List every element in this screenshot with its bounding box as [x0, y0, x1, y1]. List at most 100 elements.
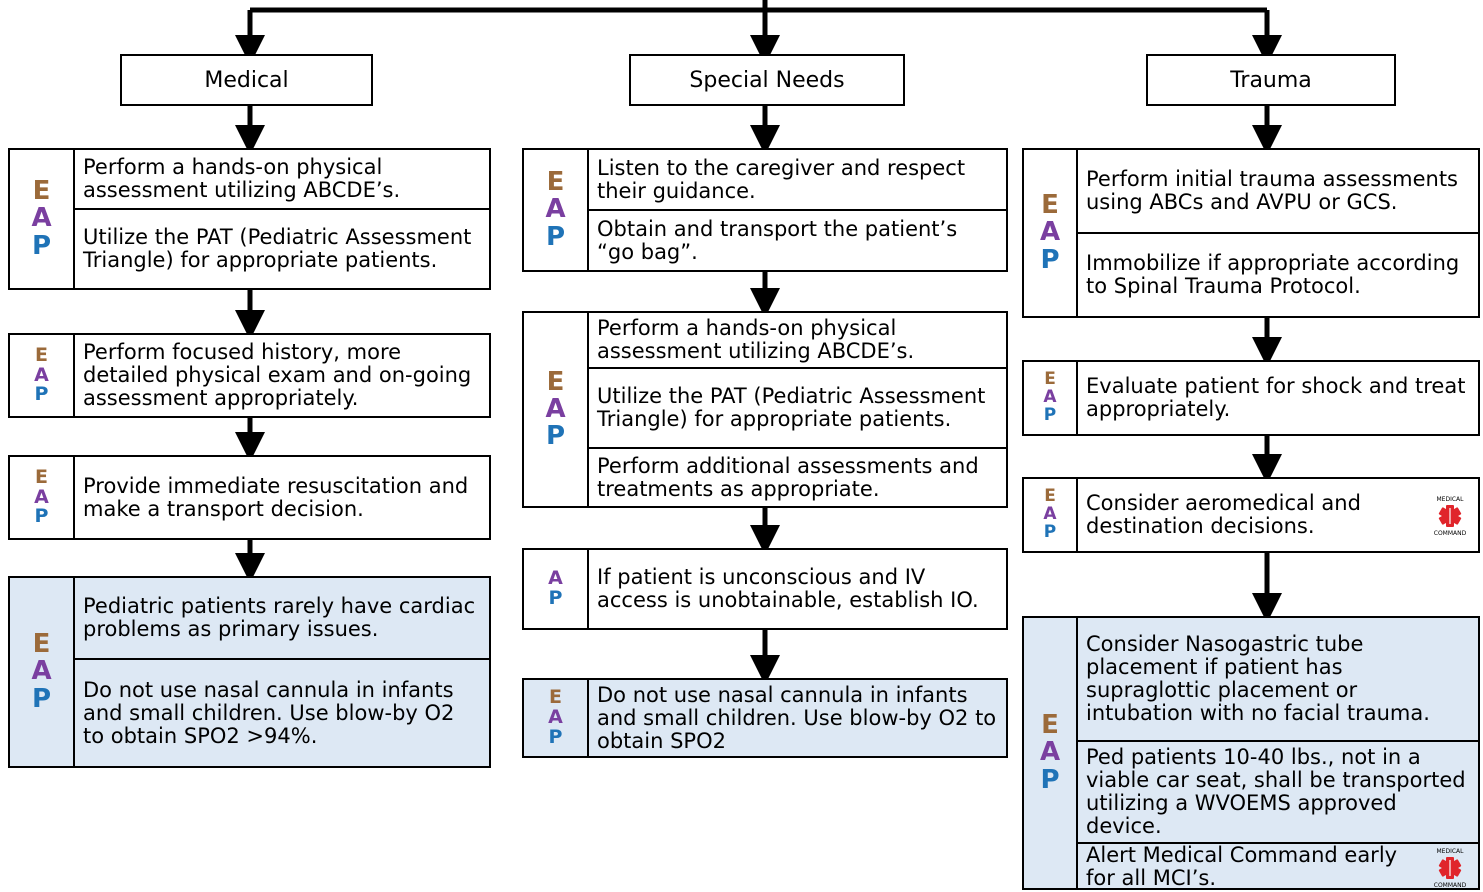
medical-header-label: Medical — [204, 67, 289, 93]
icon-label-top: MEDICAL — [1437, 496, 1465, 503]
eap-a: A — [1043, 504, 1057, 525]
medical-item-text: Pediatric patients rarely have cardiac p… — [83, 594, 476, 641]
medical-item-text: Utilize the PAT (Pediatric Assessment Tr… — [83, 225, 472, 272]
special-item-text: Do not use nasal cannula in infants and … — [597, 682, 997, 753]
eap-p: P — [1040, 244, 1060, 275]
medical-command-icon: MEDICAL COMMAND — [1434, 848, 1467, 889]
eap-p: P — [1040, 764, 1060, 795]
special-item-text: Utilize the PAT (Pediatric Assessment Tr… — [597, 384, 986, 431]
trauma-item-text: Consider Nasogastric tube placement if p… — [1086, 632, 1430, 725]
eap-badge: E A P — [1024, 362, 1078, 434]
trauma-header: Trauma — [1146, 54, 1396, 106]
eap-p: P — [1043, 521, 1057, 542]
medical-item-text: Perform focused history, more detailed p… — [83, 340, 472, 410]
trauma-item-text: Alert Medical Command early for all MCI’… — [1086, 843, 1398, 890]
eap-a: A — [545, 194, 566, 225]
special-item-text: Perform a hands-on physical assessment u… — [597, 316, 915, 363]
eap-p: P — [34, 383, 49, 406]
medical-item: Perform focused history, more detailed p… — [75, 335, 489, 416]
trauma-item: Immobilize if appropriate according to S… — [1078, 232, 1478, 316]
special-block-4: E A P Do not use nasal cannula in infant… — [522, 678, 1008, 758]
eap-badge: E A P — [524, 150, 589, 270]
medical-item: Perform a hands-on physical assessment u… — [75, 150, 489, 208]
trauma-item-text: Evaluate patient for shock and treat app… — [1086, 374, 1466, 421]
eap-badge: E A P — [1024, 479, 1078, 551]
eap-a: A — [548, 706, 563, 729]
eap-e: E — [546, 366, 565, 397]
trauma-item-text: Perform initial trauma assessments using… — [1086, 167, 1458, 214]
eap-a: A — [545, 393, 566, 424]
eap-e: E — [1041, 710, 1059, 741]
special-item: Perform additional assessments and treat… — [589, 447, 1006, 506]
trauma-item: Consider aeromedical and destination dec… — [1078, 479, 1478, 551]
special-needs-header: Special Needs — [629, 54, 905, 106]
eap-badge: E A P — [10, 457, 75, 538]
medical-item: Pediatric patients rarely have cardiac p… — [75, 578, 489, 658]
special-needs-header-label: Special Needs — [689, 67, 845, 93]
eap-p: P — [31, 230, 52, 261]
eap-p: P — [31, 683, 52, 714]
eap-badge: E A P — [10, 150, 75, 288]
eap-p: P — [34, 505, 49, 528]
special-item-text: If patient is unconscious and IV access … — [597, 565, 979, 612]
trauma-item-text: Ped patients 10-40 lbs., not in a viable… — [1086, 745, 1466, 838]
medical-block-4: E A P Pediatric patients rarely have car… — [8, 576, 491, 768]
trauma-block-2: E A P Evaluate patient for shock and tre… — [1022, 360, 1480, 436]
eap-e: E — [35, 343, 48, 366]
eap-e: E — [1044, 486, 1056, 507]
special-item: Do not use nasal cannula in infants and … — [589, 680, 1006, 756]
eap-a: A — [548, 567, 563, 590]
eap-badge: E A P — [524, 680, 589, 756]
eap-badge: E A P — [10, 335, 75, 416]
eap-e: E — [1041, 190, 1059, 221]
special-item-text: Listen to the caregiver and respect thei… — [597, 155, 966, 203]
medical-item: Do not use nasal cannula in infants and … — [75, 658, 489, 766]
medical-header: Medical — [120, 54, 373, 106]
eap-a: A — [1039, 217, 1061, 248]
special-block-1: E A P Listen to the caregiver and respec… — [522, 148, 1008, 272]
special-item: Perform a hands-on physical assessment u… — [589, 313, 1006, 367]
eap-badge: A P — [524, 550, 589, 628]
eap-badge: E A P — [10, 578, 75, 766]
medical-item: Provide immediate resuscitation and make… — [75, 457, 489, 538]
eap-a: A — [31, 203, 52, 234]
icon-label-top: MEDICAL — [1437, 848, 1465, 855]
eap-e: E — [32, 629, 51, 660]
special-item: Obtain and transport the patient’s “go b… — [589, 209, 1006, 270]
special-block-3: A P If patient is unconscious and IV acc… — [522, 548, 1008, 630]
trauma-item: Evaluate patient for shock and treat app… — [1078, 362, 1478, 434]
trauma-header-label: Trauma — [1230, 67, 1312, 93]
eap-p: P — [545, 421, 566, 452]
eap-e: E — [549, 686, 562, 709]
trauma-item: Consider Nasogastric tube placement if p… — [1078, 618, 1478, 740]
medical-block-3: E A P Provide immediate resuscitation an… — [8, 455, 491, 540]
special-item-text: Perform additional assessments and treat… — [597, 453, 979, 501]
eap-badge: E A P — [1024, 150, 1078, 316]
eap-e: E — [32, 176, 51, 207]
eap-badge: E A P — [524, 313, 589, 506]
medical-item-text: Perform a hands-on physical assessment u… — [83, 155, 401, 202]
special-block-2: E A P Perform a hands-on physical assess… — [522, 311, 1008, 508]
eap-p: P — [548, 725, 563, 748]
eap-p: P — [548, 587, 563, 609]
special-item: Listen to the caregiver and respect thei… — [589, 150, 1006, 209]
eap-a: A — [31, 656, 52, 687]
eap-a: A — [1043, 387, 1057, 408]
trauma-block-1: E A P Perform initial trauma assessments… — [1022, 148, 1480, 318]
eap-badge: E A P — [1024, 618, 1078, 888]
trauma-item: Ped patients 10-40 lbs., not in a viable… — [1078, 740, 1478, 842]
medical-item: Utilize the PAT (Pediatric Assessment Tr… — [75, 208, 489, 288]
eap-e: E — [1044, 369, 1056, 390]
medical-block-2: E A P Perform focused history, more deta… — [8, 333, 491, 418]
trauma-block-3: E A P Consider aeromedical and destinati… — [1022, 477, 1480, 553]
eap-a: A — [1039, 737, 1061, 768]
eap-e: E — [35, 465, 48, 488]
icon-label-bottom: COMMAND — [1434, 882, 1467, 889]
trauma-item: Perform initial trauma assessments using… — [1078, 150, 1478, 232]
medical-command-icon: MEDICAL COMMAND — [1434, 496, 1467, 537]
medical-block-1: E A P Perform a hands-on physical assess… — [8, 148, 491, 290]
eap-p: P — [545, 221, 566, 252]
medical-item-text: Provide immediate resuscitation and make… — [83, 473, 469, 521]
trauma-item-text: Immobilize if appropriate according to S… — [1086, 251, 1460, 298]
